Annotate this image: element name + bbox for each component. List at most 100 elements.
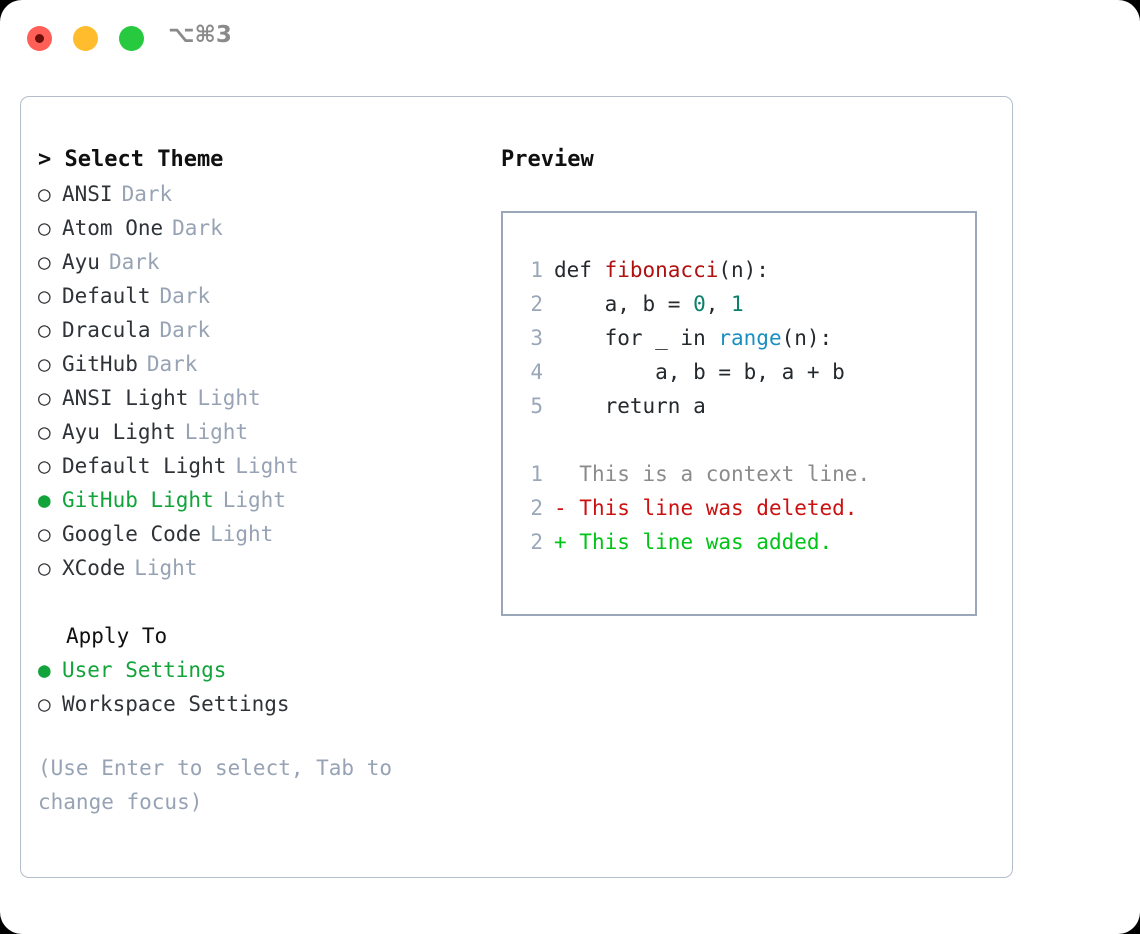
- radio-unselected-icon[interactable]: ○: [38, 318, 51, 342]
- radio-unselected-icon[interactable]: ○: [38, 692, 51, 716]
- line-number: 2: [530, 292, 543, 316]
- theme-option-label: Dracula: [62, 318, 151, 342]
- theme-variant-badge: Dark: [146, 352, 198, 376]
- theme-option-dracula[interactable]: ○ Dracula Dark: [38, 313, 478, 347]
- radio-unselected-icon[interactable]: ○: [38, 522, 51, 546]
- apply-to-option-label: User Settings: [62, 658, 227, 682]
- diff-marker: [554, 462, 579, 486]
- line-number: 2: [530, 530, 543, 554]
- theme-variant-badge: Light: [235, 454, 299, 478]
- close-button-icon[interactable]: [27, 26, 52, 51]
- code-line-text: for _ in range(n):: [554, 321, 833, 355]
- code-line-text: a, b = 0, 1: [554, 287, 744, 321]
- select-theme-heading: > Select Theme: [38, 147, 224, 172]
- diff-line-del: 2- This line was deleted.: [517, 491, 969, 525]
- theme-option-label: Default: [62, 284, 151, 308]
- theme-option-label: Default Light: [62, 454, 227, 478]
- theme-variant-badge: Light: [197, 386, 261, 410]
- diff-line-content: + This line was added.: [554, 525, 832, 559]
- code-line-text: return a: [554, 389, 706, 423]
- list-spacer: [38, 585, 478, 619]
- line-number: 1: [530, 258, 543, 282]
- radio-unselected-icon[interactable]: ○: [38, 556, 51, 580]
- apply-to-option-workspace-settings[interactable]: ○ Workspace Settings: [38, 687, 478, 721]
- theme-option-label: XCode: [62, 556, 126, 580]
- title-bar: ⌥⌘3: [0, 0, 1140, 78]
- maximize-button-icon[interactable]: [119, 26, 144, 51]
- preview-heading: Preview: [501, 147, 594, 172]
- code-token-call: range: [718, 326, 782, 350]
- radio-unselected-icon[interactable]: ○: [38, 454, 51, 478]
- theme-option-label: ANSI: [62, 182, 113, 206]
- radio-unselected-icon[interactable]: ○: [38, 284, 51, 308]
- theme-option-label: Ayu Light: [62, 420, 176, 444]
- radio-unselected-icon[interactable]: ○: [38, 386, 51, 410]
- radio-unselected-icon[interactable]: ○: [38, 182, 51, 206]
- theme-option-label: ANSI Light: [62, 386, 189, 410]
- code-token-plain: return a: [554, 394, 706, 418]
- traffic-light-buttons: [27, 26, 144, 51]
- theme-option-ansi-light[interactable]: ○ ANSI Light Light: [38, 381, 478, 415]
- radio-selected-icon[interactable]: ●: [38, 658, 51, 682]
- diff-line-content: This is a context line.: [554, 457, 870, 491]
- theme-option-default[interactable]: ○ Default Dark: [38, 279, 478, 313]
- diff-text: This is a context line.: [579, 462, 871, 486]
- diff-marker: +: [554, 530, 580, 554]
- code-line-text: def fibonacci(n):: [554, 253, 769, 287]
- apply-to-option-user-settings[interactable]: ● User Settings: [38, 653, 478, 687]
- theme-variant-badge: Dark: [159, 284, 211, 308]
- code-token-plain: a, b = b, a + b: [554, 360, 845, 384]
- code-token-plain: def: [554, 258, 605, 282]
- code-line: 5 return a: [517, 389, 969, 423]
- theme-variant-badge: Dark: [108, 250, 160, 274]
- apply-to-heading: Apply To: [66, 624, 168, 648]
- code-line: 1 def fibonacci(n):: [517, 253, 969, 287]
- theme-option-xcode[interactable]: ○ XCode Light: [38, 551, 478, 585]
- theme-variant-badge: Dark: [172, 216, 223, 240]
- radio-unselected-icon[interactable]: ○: [38, 420, 51, 444]
- code-token-plain: (n):: [718, 258, 769, 282]
- theme-option-github[interactable]: ○ GitHub Dark: [38, 347, 478, 381]
- diff-line-content: - This line was deleted.: [554, 491, 857, 525]
- theme-variant-badge: Light: [134, 556, 198, 580]
- radio-unselected-icon[interactable]: ○: [38, 250, 51, 274]
- theme-option-github-light[interactable]: ● GitHub Light Light: [38, 483, 478, 517]
- diff-lines-group: 1 This is a context line.2- This line wa…: [517, 457, 969, 559]
- code-token-fn: fibonacci: [604, 258, 719, 282]
- diff-text: This line was added.: [579, 530, 833, 554]
- code-token-plain: (n):: [781, 326, 833, 350]
- keyboard-shortcut-label: ⌥⌘3: [168, 22, 232, 48]
- theme-option-ayu[interactable]: ○ Ayu Dark: [38, 245, 478, 279]
- code-line: 2 a, b = 0, 1: [517, 287, 969, 321]
- apply-to-option-label: Workspace Settings: [62, 692, 290, 716]
- theme-variant-badge: Light: [222, 488, 286, 512]
- theme-variant-badge: Dark: [159, 318, 211, 342]
- diff-line-add: 2 + This line was added.: [517, 525, 969, 559]
- theme-option-default-light[interactable]: ○ Default Light Light: [38, 449, 478, 483]
- radio-selected-icon[interactable]: ●: [38, 488, 51, 512]
- radio-unselected-icon[interactable]: ○: [38, 216, 51, 240]
- code-token-plain: for _ in: [554, 326, 719, 350]
- code-token-plain: ,: [705, 292, 732, 316]
- code-token-plain: a, b =: [554, 292, 694, 316]
- theme-option-label: Google Code: [62, 522, 202, 546]
- code-line: 3 for _ in range(n):: [517, 321, 969, 355]
- theme-option-label: GitHub Light: [62, 488, 214, 512]
- minimize-button-icon[interactable]: [73, 26, 98, 51]
- keyboard-hint-text: (Use Enter to select, Tab to change focu…: [38, 756, 393, 814]
- theme-option-label: Ayu: [62, 250, 100, 274]
- radio-unselected-icon[interactable]: ○: [38, 352, 51, 376]
- apply-to-options-list: ● User Settings ○ Workspace Settings: [38, 653, 478, 721]
- code-blank-line: [517, 423, 969, 457]
- theme-option-label: GitHub: [62, 352, 138, 376]
- diff-marker: -: [554, 496, 580, 520]
- line-number: 5: [530, 394, 543, 418]
